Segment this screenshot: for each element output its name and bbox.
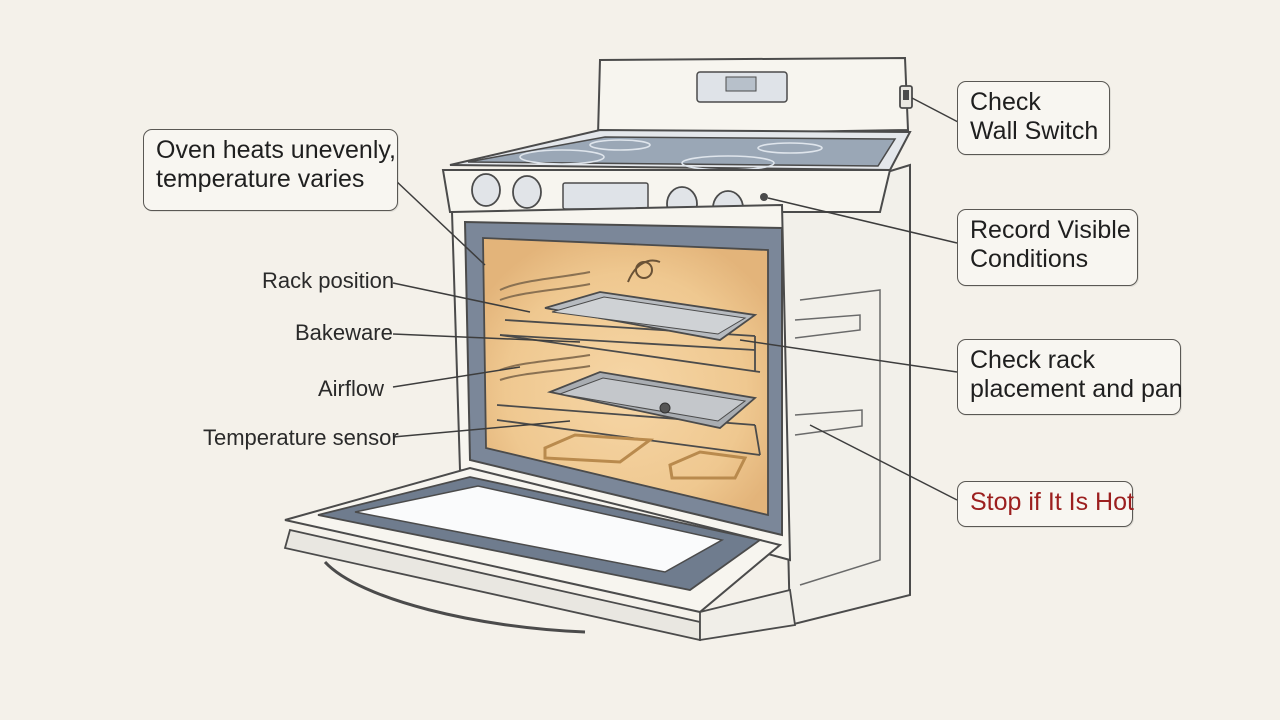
wall-switch-line-2: Wall Switch — [970, 117, 1099, 145]
hot-warning-callout: Stop if It Is Hot — [957, 481, 1134, 527]
label-bakeware: Bakeware — [295, 320, 393, 345]
leader-visible-conditions — [767, 197, 958, 244]
rack-supports — [499, 271, 591, 381]
label-temperature-sensor: Temperature sensor — [203, 425, 399, 450]
storage-drawer — [699, 588, 797, 642]
issue-line-1: Oven heats unevenly, — [156, 136, 396, 164]
rack-pan-callout: Check rack placement and pan — [957, 339, 1183, 415]
wall-switch-callout: Check Wall Switch — [957, 81, 1110, 155]
leader-rack-pan — [739, 339, 958, 373]
visible-conditions-line-2: Conditions — [970, 245, 1089, 273]
oven-display — [562, 182, 649, 210]
wall-switch-line-1: Check — [970, 88, 1041, 116]
visible-conditions-callout: Record Visible Conditions — [957, 209, 1138, 286]
leader-temperature-sensor — [392, 420, 571, 438]
issue-line-2: temperature varies — [156, 165, 365, 193]
issue-callout: Oven heats unevenly, temperature varies — [143, 129, 398, 211]
control-panel — [441, 169, 892, 213]
leader-issue — [394, 179, 486, 266]
leader-airflow — [392, 366, 521, 388]
rack-pan-line-2: placement and pan — [970, 375, 1183, 403]
leader-wall-switch — [911, 97, 959, 123]
lower-pan — [546, 371, 758, 429]
label-airflow: Airflow — [318, 376, 385, 401]
rack-pan-line-1: Check rack — [970, 346, 1096, 374]
leader-rack-position — [392, 282, 531, 313]
upper-pan — [544, 291, 758, 341]
side-rack-rails — [794, 289, 881, 586]
heating-element — [543, 433, 748, 480]
convection-fan — [627, 259, 661, 283]
leader-bakeware — [392, 333, 581, 343]
hot-warning-text: Stop if It Is Hot — [970, 488, 1134, 516]
oven-side-panel — [778, 163, 911, 627]
leader-lines — [392, 97, 959, 501]
label-rack-position: Rack position — [262, 268, 395, 293]
door-handle — [323, 560, 586, 634]
visible-conditions-line-1: Record Visible — [970, 216, 1131, 244]
leader-hot-warning — [809, 424, 958, 501]
door-window — [354, 485, 725, 573]
wall-switch-icon — [899, 85, 913, 109]
